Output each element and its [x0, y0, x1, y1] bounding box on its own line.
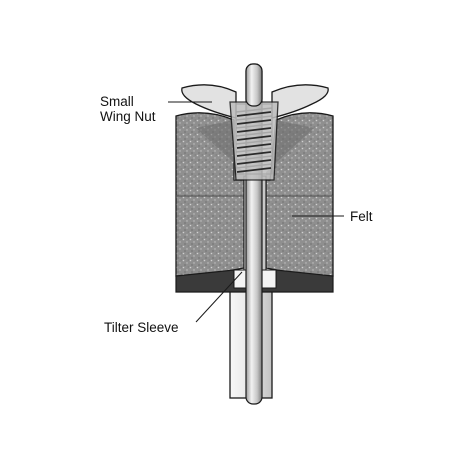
wing-nut-right-wing — [271, 84, 329, 119]
label-tilter-sleeve: Tilter Sleeve — [104, 320, 179, 335]
label-wing-nut-line2: Wing Nut — [100, 109, 156, 124]
leader-tilter-sleeve — [195, 271, 243, 323]
threaded-rod-top — [245, 63, 263, 107]
label-felt: Felt — [350, 209, 373, 224]
label-wing-nut-line1: Small — [100, 94, 134, 109]
felt-cone-right — [266, 120, 314, 180]
rod-threads-visible — [236, 111, 272, 173]
wing-nut-left-wing — [181, 84, 237, 119]
